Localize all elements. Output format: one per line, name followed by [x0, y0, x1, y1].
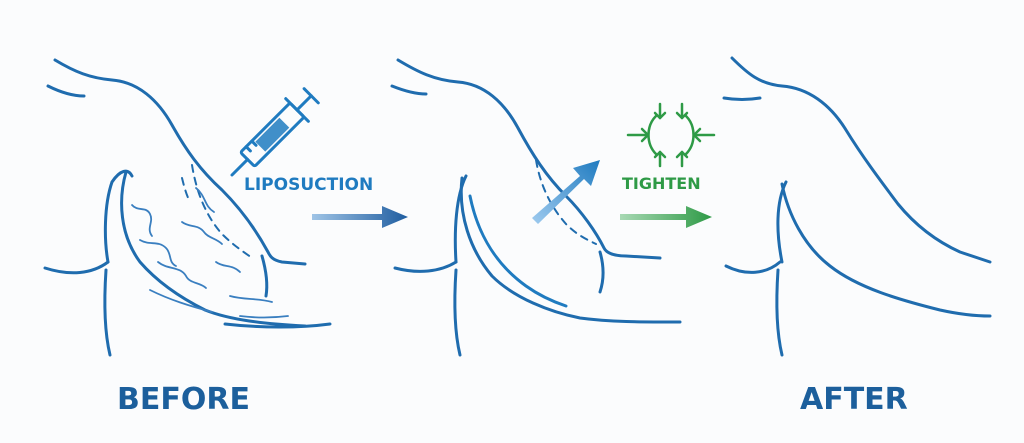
- before-fat-boundary: [181, 164, 253, 259]
- middle-suction-line: [468, 194, 568, 308]
- syringe-icon: [230, 87, 320, 177]
- lift-arrow: [532, 160, 600, 224]
- after-arm-illustration: [722, 56, 992, 357]
- tighten-label: TIGHTEN: [622, 174, 701, 193]
- before-fat-texture: [131, 187, 289, 319]
- before-caption: BEFORE: [117, 382, 250, 417]
- middle-fat-boundary: [535, 159, 597, 245]
- liposuction-label: LIPOSUCTION: [244, 175, 373, 195]
- before-to-middle-arrow: [312, 206, 408, 228]
- before-arm-illustration: [43, 58, 332, 357]
- after-caption: AFTER: [800, 382, 908, 417]
- middle-to-after-arrow: [620, 206, 712, 228]
- compress-arrows-icon: [626, 102, 716, 168]
- middle-arm-illustration: [390, 58, 682, 357]
